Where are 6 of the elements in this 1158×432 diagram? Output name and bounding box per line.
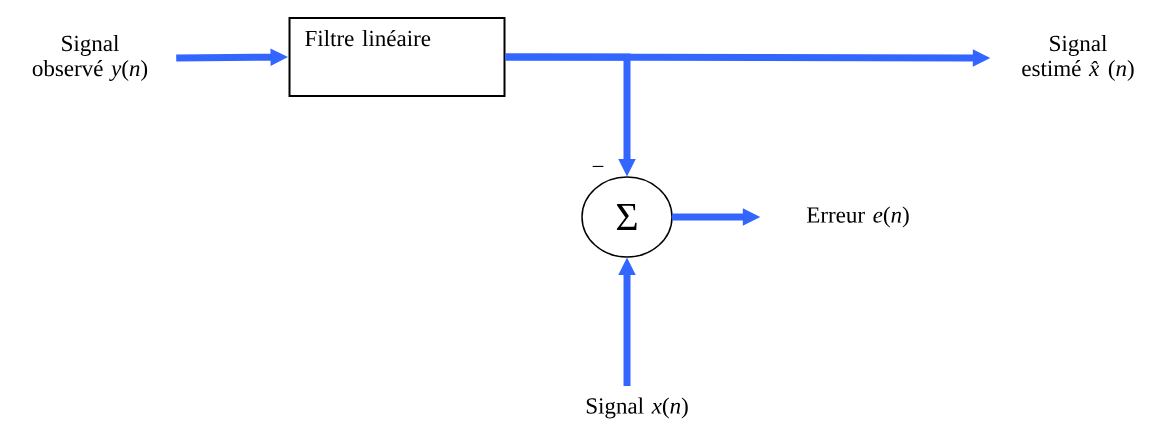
- signal-label: Signal observé y(n): [32, 35, 148, 81]
- signal-label: Signal x(n): [586, 397, 688, 419]
- signal-label: Signal estimé x̂(n): [1022, 35, 1134, 81]
- summing-junction: Σ: [581, 176, 673, 258]
- signal-label: Erreur e(n): [806, 206, 909, 228]
- filter-box: Filtre linéaire: [288, 17, 506, 97]
